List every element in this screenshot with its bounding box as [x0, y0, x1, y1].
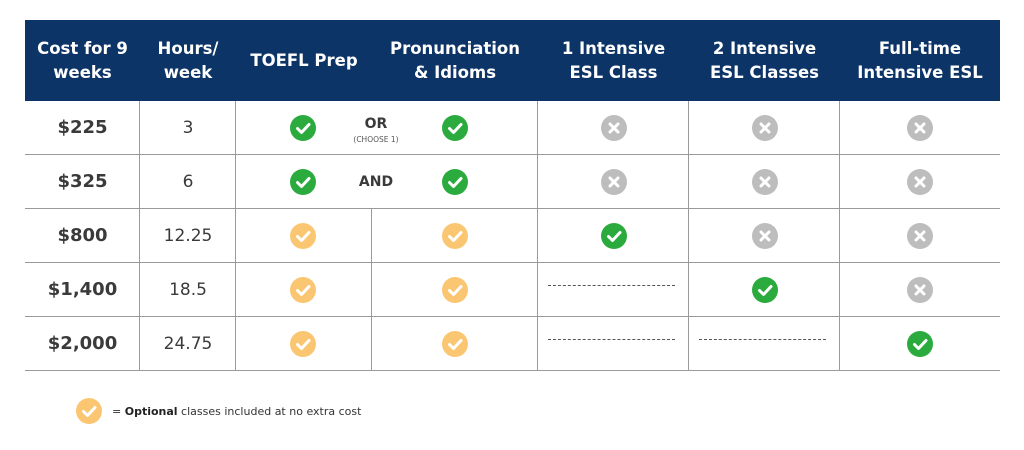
hours-cell: 18.5 [169, 279, 207, 300]
optional-check-icon [76, 398, 102, 424]
gray-x-icon [751, 115, 778, 141]
green-check-icon [290, 115, 316, 141]
hours-cell: 12.25 [163, 225, 213, 246]
connector-word: OR [364, 116, 388, 132]
green-check-icon [442, 169, 468, 195]
gray-x-icon [907, 277, 933, 303]
green-check-icon [290, 169, 316, 195]
cost-cell: $800 [57, 225, 108, 246]
green-check-icon [600, 223, 627, 249]
connector-note: (CHOOSE 1) [353, 135, 399, 144]
hours-cell: 24.75 [163, 333, 213, 354]
connector-word: AND [358, 174, 394, 190]
connector-label: OR (CHOOSE 1) [331, 116, 421, 145]
optional-check-icon [442, 331, 468, 357]
header-pronunciation: Pronunciation& Idioms [372, 20, 538, 101]
optional-check-icon [290, 223, 316, 249]
gray-x-icon [907, 115, 933, 141]
not-available-dash [699, 339, 826, 340]
green-check-icon [751, 277, 778, 303]
optional-check-icon [290, 277, 316, 303]
header-toefl: TOEFL Prep [236, 20, 372, 101]
cost-cell: $325 [57, 171, 108, 192]
green-check-icon [907, 331, 933, 357]
legend-prefix: = [112, 404, 125, 418]
hours-cell: 6 [182, 171, 194, 192]
gray-x-icon [907, 169, 933, 195]
not-available-dash [548, 285, 675, 286]
optional-check-icon [290, 331, 316, 357]
connector-label: AND [331, 174, 421, 190]
header-hours: Hours/week [140, 20, 236, 101]
cost-cell: $2,000 [47, 333, 118, 354]
legend-rest: classes included at no extra cost [177, 404, 362, 418]
not-available-dash [548, 339, 675, 340]
legend-bold: Optional [124, 404, 178, 418]
legend-text: = Optional classes included at no extra … [112, 405, 361, 418]
optional-check-icon [442, 223, 468, 249]
cost-cell: $225 [57, 117, 108, 138]
hours-cell: 3 [182, 117, 194, 138]
gray-x-icon [907, 223, 933, 249]
gray-x-icon [751, 223, 778, 249]
gray-x-icon [600, 169, 627, 195]
gray-x-icon [751, 169, 778, 195]
green-check-icon [442, 115, 468, 141]
gray-x-icon [600, 115, 627, 141]
optional-check-icon [442, 277, 468, 303]
legend: = Optional classes included at no extra … [76, 398, 361, 424]
cost-cell: $1,400 [47, 279, 118, 300]
